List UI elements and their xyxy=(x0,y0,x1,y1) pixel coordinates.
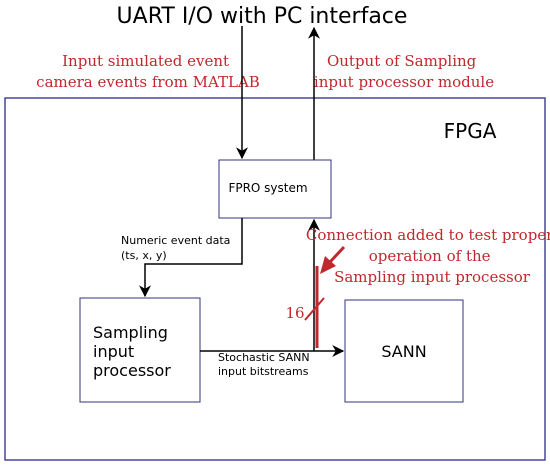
connection-note: Connection added to test proper operatio… xyxy=(306,226,550,286)
fpga-label: FPGA xyxy=(444,119,497,143)
fpro-system-label: FPRO system xyxy=(228,181,307,195)
sann-box xyxy=(344,299,464,403)
bus-width-label: 16 xyxy=(285,304,304,322)
input-note: Input simulated event camera events from… xyxy=(36,52,260,91)
callout-arrow-head xyxy=(320,256,336,274)
input-note-line-1: Input simulated event xyxy=(62,52,229,70)
connection-note-line-1: Connection added to test proper xyxy=(306,226,550,244)
fpro-to-sampling-arrow xyxy=(139,218,243,298)
sampling-input-processor-box xyxy=(79,297,201,403)
bus-width-slash xyxy=(304,297,325,321)
output-note-line-2: input processor module xyxy=(314,73,494,91)
stochastic-label-line-1: Stochastic SANN xyxy=(218,351,310,364)
sampling-input-processor-label: Sampling input processor xyxy=(93,323,173,380)
sampling-label-line-1: Sampling xyxy=(93,323,168,342)
numeric-event-line-2: (ts, x, y) xyxy=(121,249,167,262)
diagram-title: UART I/O with PC interface xyxy=(117,4,408,29)
connection-note-line-3: Sampling input processor xyxy=(334,268,531,286)
sampling-label-line-2: input xyxy=(93,342,134,361)
numeric-event-line-1: Numeric event data xyxy=(121,234,230,247)
fpro-system-box xyxy=(218,159,332,219)
stochastic-label: Stochastic SANN input bitstreams xyxy=(218,351,313,378)
output-note-line-1: Output of Sampling xyxy=(327,52,477,70)
numeric-event-label: Numeric event data (ts, x, y) xyxy=(121,234,234,262)
connection-note-line-2: operation of the xyxy=(369,247,491,265)
sann-label: SANN xyxy=(381,342,426,361)
fpga-boundary xyxy=(4,97,546,461)
sampling-label-line-3: processor xyxy=(93,361,171,380)
stochastic-label-line-2: input bitstreams xyxy=(218,365,309,378)
input-note-line-2: camera events from MATLAB xyxy=(36,73,260,91)
callout-arrow-shaft xyxy=(328,245,346,264)
output-note: Output of Sampling input processor modul… xyxy=(314,52,494,91)
